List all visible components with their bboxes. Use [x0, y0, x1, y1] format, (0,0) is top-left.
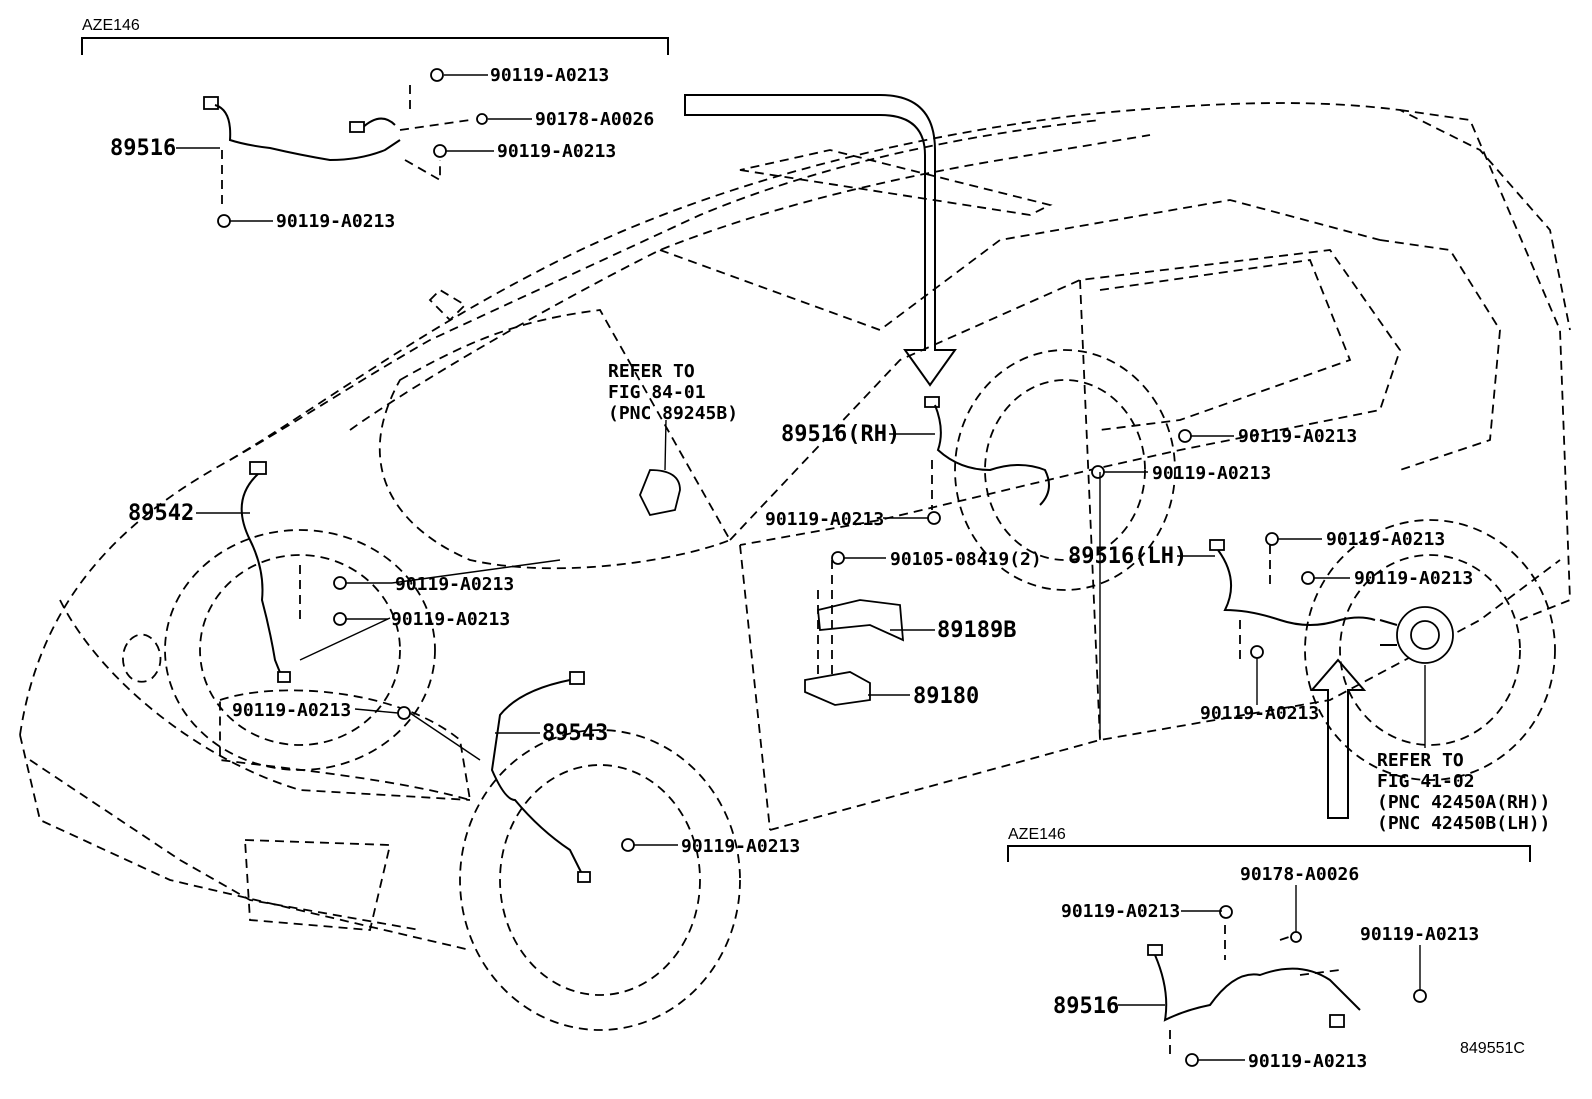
ref41-line4: (PNC 42450B(LH)) — [1377, 813, 1550, 834]
label-bolt-lh-1: 90119-A0213 — [1326, 529, 1445, 550]
label-bolt-bottom-2: 90119-A0213 — [1360, 924, 1479, 945]
ref41-line1: REFER TO — [1377, 750, 1464, 771]
label-bolt-rr-1: 90119-A0213 — [1238, 426, 1357, 447]
group-label-bottom: AZE146 — [1008, 826, 1066, 843]
label-89180: 89180 — [913, 684, 979, 709]
sensor-harness-lh — [1209, 539, 1376, 660]
label-bolt-top-2: 90119-A0213 — [497, 141, 616, 162]
group-brackets — [81, 37, 1531, 862]
leader-lines — [176, 74, 1426, 1061]
view-arrows — [684, 94, 1367, 819]
sensor-harness-rh — [924, 396, 1050, 510]
computer-bracket — [804, 560, 905, 706]
label-89189b: 89189B — [937, 618, 1016, 643]
label-bolt-top-1: 90119-A0213 — [490, 65, 609, 86]
sensor-harness-89543 — [490, 671, 591, 883]
car-body-outline — [19, 102, 1571, 951]
label-nut-bottom: 90178-A0026 — [1240, 864, 1359, 885]
yaw-sensor — [639, 469, 681, 517]
label-bolt-fl-2: 90119-A0213 — [391, 609, 510, 630]
ref84-line3: (PNC 89245B) — [608, 403, 738, 424]
sensor-harness-89542 — [240, 461, 301, 683]
label-89543: 89543 — [542, 721, 608, 746]
label-bolt-lh-3: 90119-A0213 — [1200, 703, 1319, 724]
label-89516-rh: 89516(RH) — [781, 422, 900, 447]
label-screw: 90105-08419(2) — [890, 549, 1042, 570]
sensor-harness-bottom — [1147, 925, 1361, 1060]
ref84-line2: FIG 84-01 — [608, 382, 706, 403]
label-89516-lh: 89516(LH) — [1068, 544, 1187, 569]
group-label-top: AZE146 — [82, 17, 140, 34]
axle-hub — [1379, 606, 1454, 664]
label-bolt-bottom-3: 90119-A0213 — [1248, 1051, 1367, 1072]
label-bolt-fr: 90119-A0213 — [681, 836, 800, 857]
label-bolt-lh-2: 90119-A0213 — [1354, 568, 1473, 589]
ref84-line1: REFER TO — [608, 361, 695, 382]
label-bolt-bottom-1: 90119-A0213 — [1061, 901, 1180, 922]
label-bolt-top-3: 90119-A0213 — [276, 211, 395, 232]
label-nut-top: 90178-A0026 — [535, 109, 654, 130]
label-bolt-fl-3: 90119-A0213 — [232, 700, 351, 721]
label-bolt-rr-2: 90119-A0213 — [1152, 463, 1271, 484]
label-bolt-fl-1: 90119-A0213 — [395, 574, 514, 595]
figure-id: 849551C — [1460, 1040, 1525, 1057]
label-89516-top: 89516 — [110, 136, 176, 161]
label-bolt-rh: 90119-A0213 — [765, 509, 884, 530]
wheel-outlines — [164, 349, 1556, 1031]
label-89516-bottom: 89516 — [1053, 994, 1119, 1019]
sensor-harness-top — [203, 85, 471, 210]
ref41-line2: FIG 41-02 — [1377, 771, 1475, 792]
label-89542: 89542 — [128, 501, 194, 526]
ref41-line3: (PNC 42450A(RH)) — [1377, 792, 1550, 813]
